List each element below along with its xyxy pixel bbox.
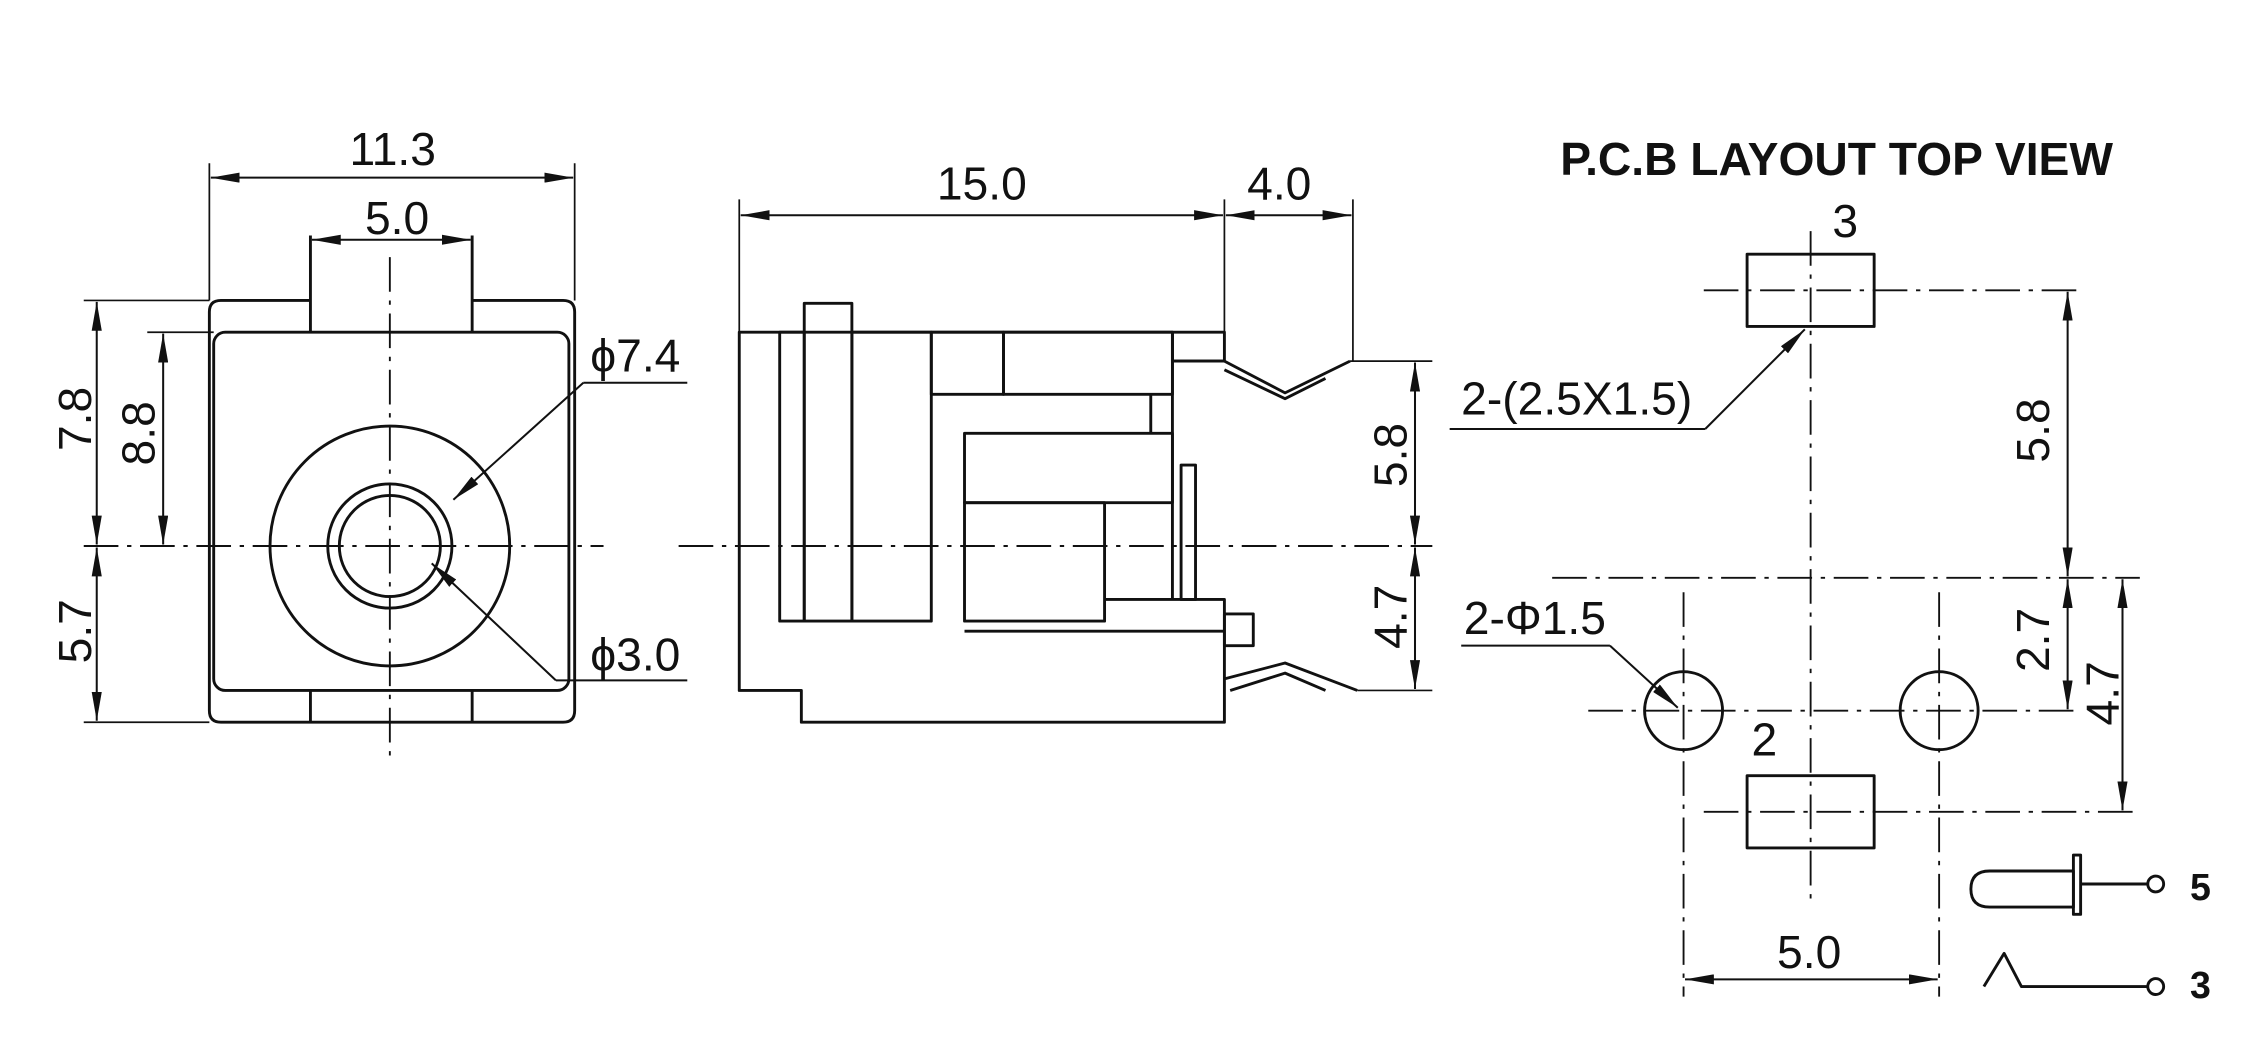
callout-outer-diameter: ϕ7.4	[590, 329, 680, 381]
locating-pin	[1222, 612, 1255, 648]
callout-inner-diameter: ϕ3.0	[590, 628, 680, 680]
dimension-label-top-pad-offset: 5.8	[2007, 398, 2059, 462]
spring-contact-symbol	[1982, 951, 2148, 988]
front-flange-plate	[802, 301, 854, 623]
lower-spring-contact-inner	[1229, 671, 1327, 692]
dimension-label-lower-contact-height: 4.7	[1364, 585, 1416, 649]
top-pad-label: 3	[1832, 195, 1858, 247]
upper-spring-contact-inner	[1223, 368, 1327, 401]
dimension-label-body-length: 15.0	[937, 157, 1027, 209]
lower-spring-contact	[1224, 661, 1358, 692]
leader-outer-diameter	[452, 382, 585, 501]
spring-pin-label: 3	[2190, 964, 2211, 1006]
dimension-label-hole-spacing: 5.0	[1777, 926, 1841, 978]
pad-size-callout: 2-(2.5X1.5)	[1461, 373, 1692, 425]
pcb-layout-view: P.C.B LAYOUT TOP VIEW 3 2-(2.5X1.5) 2-Φ1…	[1449, 133, 2140, 997]
spring-pin-terminal	[2146, 977, 2166, 996]
tip-pin-terminal	[2146, 874, 2166, 894]
jack-schematic: 5 3	[1969, 853, 2211, 1006]
body-lower-block	[963, 501, 1107, 623]
dimension-label-bottom-pad-offset: 4.7	[2076, 661, 2128, 725]
leader-pad-callout	[1704, 328, 1806, 430]
body-block-front	[850, 330, 933, 623]
body-middle-block	[963, 431, 1174, 505]
upper-contact-base	[1170, 330, 1226, 363]
pcb-layout-title: P.C.B LAYOUT TOP VIEW	[1560, 133, 2113, 185]
inner-body-outline	[212, 330, 571, 692]
plug-tip-symbol	[1969, 869, 2075, 909]
tip-pin-label: 5	[2190, 866, 2211, 908]
dimension-label-lower-height: 5.7	[49, 599, 101, 663]
body-top-block-a	[929, 330, 1005, 396]
side-view: 15.0 4.0 5.8 4.7	[678, 157, 1433, 724]
dimension-label-upper-contact-height: 5.8	[1364, 423, 1416, 487]
plug-collar-symbol	[2071, 853, 2083, 916]
front-flange-inner	[778, 330, 806, 623]
dimension-label-contact-length: 4.0	[1247, 157, 1311, 209]
hole-size-callout: 2-Φ1.5	[1464, 592, 1606, 644]
dimension-label-upper-inner-height: 8.8	[113, 401, 165, 465]
leader-hole-callout	[1609, 644, 1679, 709]
rear-terminal-strip	[1179, 463, 1197, 601]
leader-inner-diameter	[431, 562, 557, 682]
front-view: 11.3 5.0 7.8 5.7 8.8 ϕ7.4 ϕ3.0	[49, 123, 688, 763]
upper-spring-contact	[1172, 359, 1351, 395]
dimension-label-hole-offset: 2.7	[2007, 608, 2059, 672]
outer-body-outline	[207, 299, 577, 724]
bottom-pad-label: 2	[1752, 714, 1778, 766]
dimension-label-tab-width: 5.0	[365, 192, 429, 244]
dimension-label-overall-width: 11.3	[349, 123, 435, 175]
side-body-outline	[737, 330, 1226, 724]
dimension-label-upper-outer-height: 7.8	[49, 387, 101, 451]
body-top-block-b	[1002, 330, 1174, 396]
